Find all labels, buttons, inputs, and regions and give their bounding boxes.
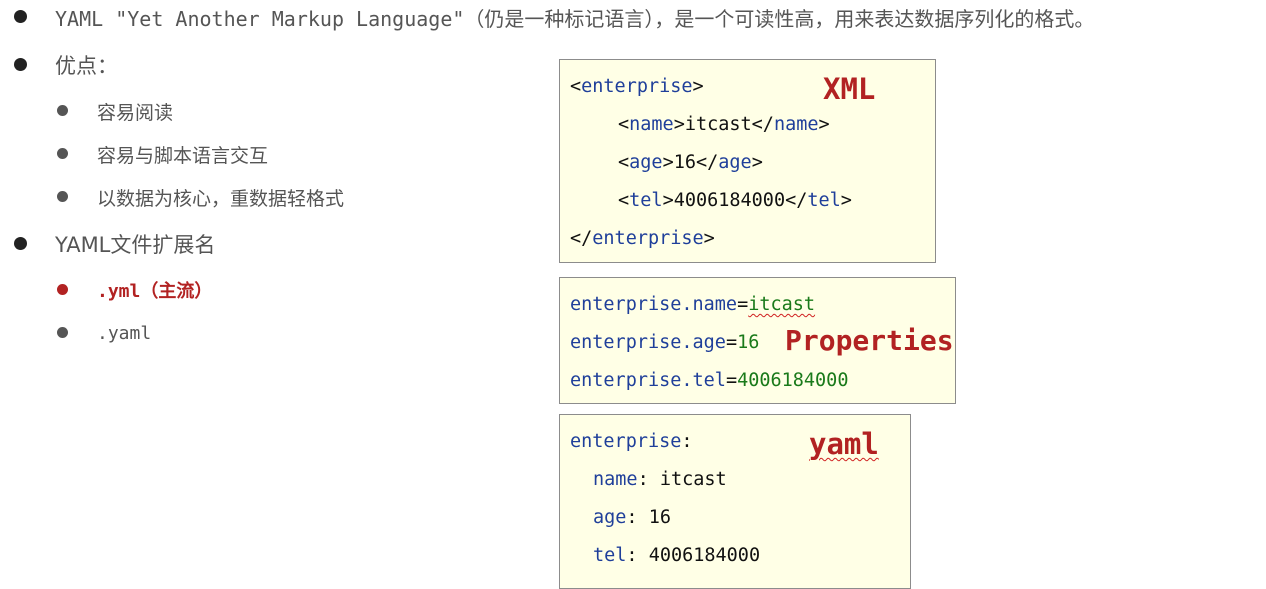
yaml-line-tel: tel: 4006184000 [593,545,761,566]
ext-item-yaml: .yaml [0,318,400,348]
bullet-dot [57,105,68,116]
props-line-tel: enterprise.tel=4006184000 [570,370,849,391]
adv-item-1: 容易阅读 [0,96,400,126]
properties-label: Properties [785,324,954,357]
bullet-dot [57,284,68,295]
bullet-dot [14,10,27,23]
ext-item-text: .yaml [97,322,152,344]
xml-line-1: <enterprise> [570,76,704,97]
bullet-intro: YAML "Yet Another Markup Language"（仍是一种标… [0,2,1266,32]
ext-title: YAML文件扩展名 [55,233,216,257]
xml-line-name: <name>itcast</name> [618,114,830,135]
bullet-dot [57,148,68,159]
adv-item-3: 以数据为核心，重数据轻格式 [0,182,420,212]
properties-code-box: Properties enterprise.name=itcast enterp… [559,277,956,404]
adv-item-text: 以数据为核心，重数据轻格式 [97,187,345,210]
bullet-ext: YAML文件扩展名 [0,229,400,259]
bullet-dot [57,191,68,202]
yaml-code-box: yaml enterprise: name: itcast age: 16 te… [559,414,911,589]
adv-item-text: 容易阅读 [97,101,174,124]
xml-line-end: </enterprise> [570,228,715,249]
yaml-line-name: name: itcast [593,469,727,490]
bullet-dot [14,58,27,71]
bullet-dot [57,327,68,338]
yaml-line-age: age: 16 [593,507,671,528]
xml-label: XML [823,72,876,106]
xml-code-box: XML <enterprise> <name>itcast</name> <ag… [559,59,936,263]
intro-text: YAML "Yet Another Markup Language"（仍是一种标… [55,6,1095,31]
advantages-title: 优点： [55,54,118,78]
adv-item-text: 容易与脚本语言交互 [97,144,269,167]
ext-item-yml: .yml（主流） [0,275,400,305]
xml-line-tel: <tel>4006184000</tel> [618,190,852,211]
bullet-dot [14,237,27,250]
props-line-name: enterprise.name=itcast [570,294,816,315]
props-line-age: enterprise.age=16 [570,332,760,353]
ext-item-text: .yml（主流） [97,281,213,302]
yaml-label: yaml [809,427,879,461]
yaml-line-root: enterprise: [570,431,693,452]
adv-item-2: 容易与脚本语言交互 [0,139,400,169]
xml-line-age: <age>16</age> [618,152,763,173]
bullet-advantages: 优点： [0,50,400,80]
